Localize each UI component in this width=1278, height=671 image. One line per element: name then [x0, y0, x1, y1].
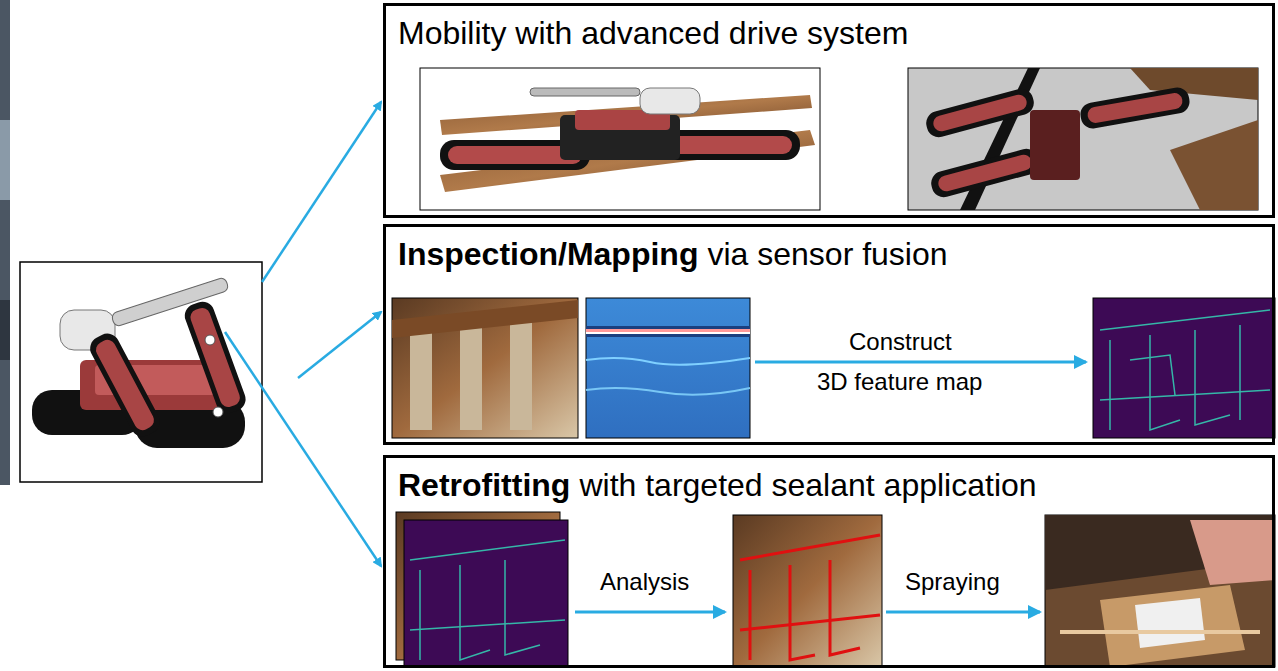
feature-map	[1195, 330, 1230, 425]
feature-map-stack	[410, 620, 565, 630]
robot-picture	[188, 306, 242, 410]
robot-on-beams-picture	[640, 88, 700, 114]
panel-heading: Retrofittingwith targeted sealant applic…	[398, 466, 1037, 504]
attic-photo	[410, 330, 432, 430]
feature-map-stack	[410, 540, 565, 560]
feature-map	[1093, 298, 1275, 438]
annotated-photo	[790, 565, 815, 660]
annotated-photo	[830, 560, 860, 655]
feature-map-stack	[410, 540, 565, 660]
annotated-photo	[740, 535, 880, 660]
feature-map	[1093, 298, 1275, 438]
heading-text: Inspection/Mapping	[398, 236, 698, 272]
sprayed-attic-photo	[1135, 598, 1205, 648]
sprayed-attic-photo	[1190, 520, 1275, 585]
attic-photo	[392, 300, 578, 338]
feature-map	[1100, 390, 1270, 400]
robot-picture	[20, 262, 262, 482]
robot-under-beams-picture	[908, 68, 1258, 210]
radar-scan	[586, 298, 750, 438]
annotated-photo	[740, 615, 880, 630]
radar-scan	[586, 334, 750, 337]
attic-photo	[392, 298, 578, 438]
process-arrow	[755, 361, 1086, 364]
robot-on-beams-picture	[420, 68, 820, 210]
pointer-arrows	[225, 332, 381, 566]
feature-map	[1100, 310, 1270, 330]
sprayed-attic-photo	[1045, 515, 1275, 667]
section-panel: Inspection/Mappingvia sensor fusion	[383, 224, 1275, 445]
robot-picture	[213, 407, 223, 417]
panel-heading: Mobility with advanced drive system	[398, 14, 908, 52]
step-label: 3D feature map	[817, 368, 982, 396]
section-panel: Mobility with advanced drive system	[383, 3, 1275, 218]
robot-picture	[86, 329, 164, 440]
process-arrow	[755, 361, 1086, 364]
robot-under-beams-picture	[932, 93, 1029, 133]
robot-under-beams-picture	[908, 68, 1258, 210]
panel-heading: Inspection/Mappingvia sensor fusion	[398, 235, 948, 273]
robot-under-beams-picture	[929, 146, 1042, 200]
robot-picture	[181, 298, 249, 416]
robot-on-beams-picture	[440, 95, 812, 135]
robot-under-beams-picture	[1086, 92, 1183, 124]
robot-on-beams-picture	[530, 88, 640, 96]
annotated-photo	[749, 570, 752, 660]
radar-scan	[586, 332, 750, 334]
feature-map-stack	[419, 570, 421, 660]
pointer-arrows	[298, 312, 381, 378]
robot-picture	[20, 262, 262, 482]
feature-map	[1239, 325, 1241, 420]
sprayed-attic-photo	[1045, 515, 1275, 667]
attic-photo	[460, 325, 482, 430]
step-label: Analysis	[600, 568, 689, 596]
edge-photo-strip	[0, 300, 10, 360]
step-label: Spraying	[905, 568, 1000, 596]
annotated-photo	[733, 515, 882, 667]
radar-scan	[586, 358, 750, 365]
feature-map-stack	[460, 565, 490, 660]
edge-photo-strip	[0, 120, 10, 200]
process-arrow	[886, 611, 1040, 614]
attic-photo	[392, 298, 578, 438]
pointer-arrows	[262, 102, 381, 282]
radar-scan	[586, 326, 750, 329]
radar-scan	[586, 388, 750, 395]
section-panel: Retrofittingwith targeted sealant applic…	[383, 455, 1275, 668]
robot-under-beams-picture	[924, 86, 1037, 140]
robot-picture	[205, 335, 215, 345]
robot-picture	[93, 337, 157, 433]
feature-map	[1109, 340, 1111, 430]
robot-under-beams-picture	[1079, 86, 1192, 131]
radar-scan	[586, 329, 750, 332]
annotated-photo	[733, 515, 882, 667]
sprayed-attic-photo	[1100, 585, 1245, 667]
heading-subtext: via sensor fusion	[707, 236, 947, 272]
edge-photo-strip	[0, 0, 10, 485]
robot-under-beams-picture	[1170, 120, 1258, 210]
pointer-arrows	[225, 102, 381, 566]
annotated-photo	[740, 535, 880, 560]
feature-map	[1130, 355, 1175, 395]
feature-map	[1150, 335, 1180, 430]
feature-map	[1100, 310, 1270, 430]
robot-under-beams-picture	[1030, 110, 1080, 180]
feature-map-stack	[396, 512, 568, 667]
attic-photo	[510, 322, 532, 430]
heading-text: Mobility with advanced drive system	[398, 15, 908, 51]
robot-under-beams-picture	[937, 153, 1034, 193]
heading-subtext: with targeted sealant application	[579, 467, 1036, 503]
sprayed-attic-photo	[1045, 515, 1275, 590]
edge-photo-strip	[0, 0, 10, 485]
robot-on-beams-picture	[420, 68, 820, 210]
step-label: Construct	[849, 328, 952, 356]
feature-map-stack	[505, 560, 540, 655]
sprayed-attic-photo	[1060, 630, 1260, 634]
heading-text: Retrofitting	[398, 467, 570, 503]
feature-map-stack	[404, 520, 568, 667]
radar-scan	[586, 298, 750, 438]
process-arrow	[575, 611, 725, 614]
